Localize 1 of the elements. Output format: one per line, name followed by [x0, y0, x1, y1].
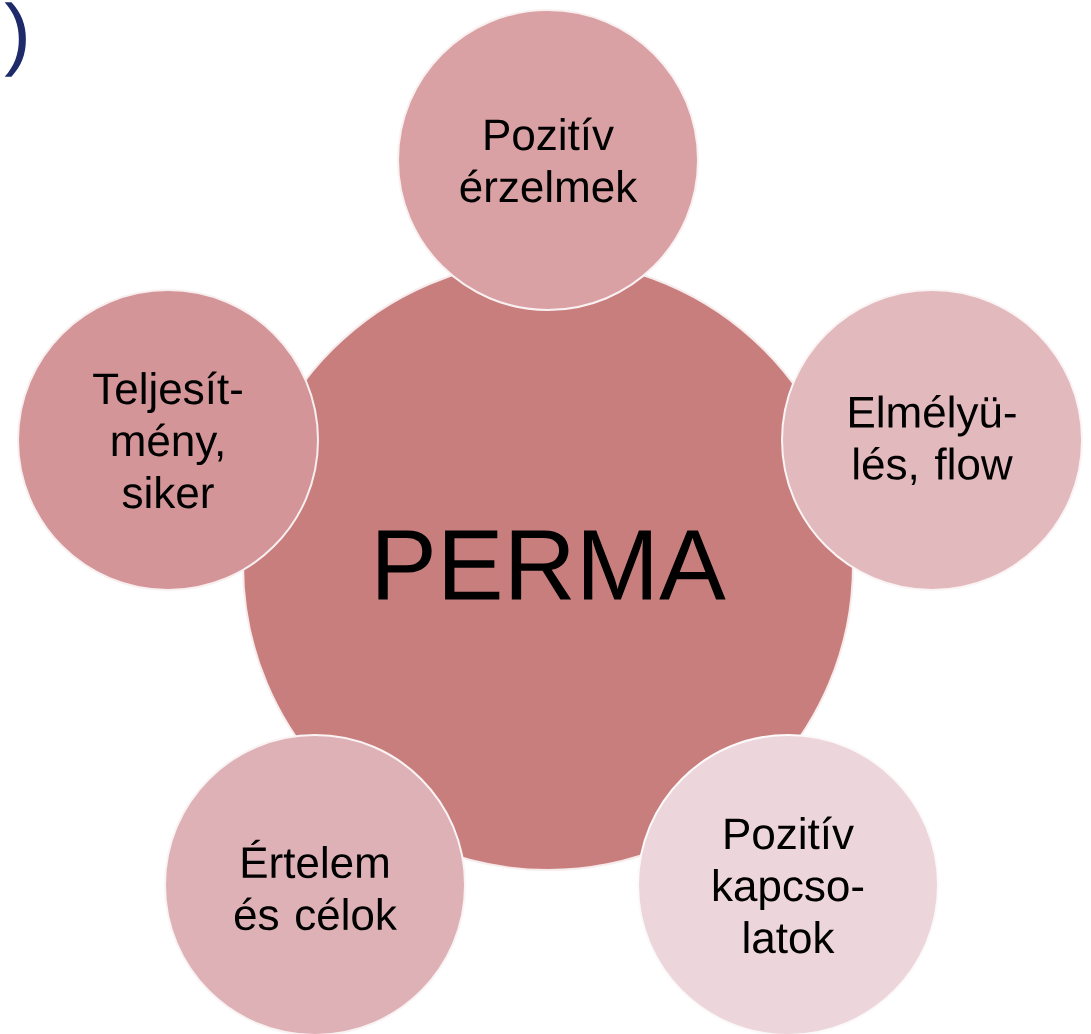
bracket-text: ): [4, 2, 26, 77]
